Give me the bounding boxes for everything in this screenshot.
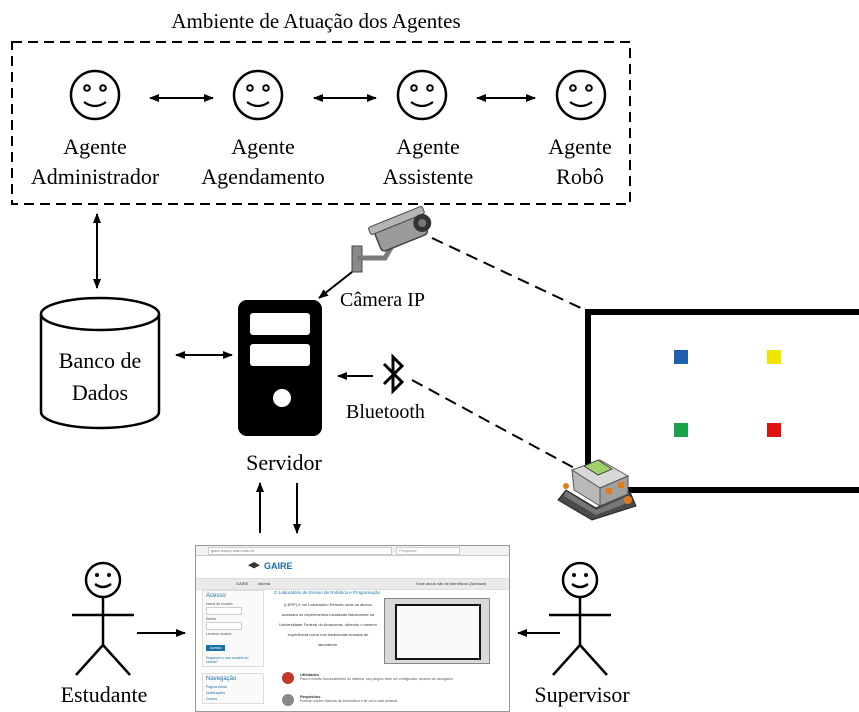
lab-photo <box>384 598 490 664</box>
server-icon <box>238 300 322 436</box>
smiley-icon <box>69 69 121 121</box>
marker-blue <box>674 350 688 364</box>
robot-icon <box>557 459 637 521</box>
nav-link[interactable]: Notificações <box>206 691 226 695</box>
nav-language-menu[interactable]: Idioma <box>258 581 271 586</box>
smiley-icon <box>396 69 448 121</box>
password-field[interactable] <box>206 622 242 630</box>
login-button[interactable]: Acesso <box>206 645 226 651</box>
main-paragraph: (LERP) é um Laboratório Remoto onde os a… <box>279 602 377 647</box>
agent-label-line2: Agendamento <box>201 164 324 189</box>
bluetooth-icon <box>382 353 405 395</box>
navigation-block: Navegação Página inicial Notificações Cu… <box>202 673 264 704</box>
graduation-cap-icon <box>248 562 260 569</box>
camera-label: Câmera IP <box>340 289 425 311</box>
database-icon <box>39 296 161 430</box>
main-title: O Laboratório de Ensino de Robótica e Pr… <box>274 590 381 595</box>
requirements-title: Requisitos <box>300 694 321 699</box>
browser-toolbar: gaire.icomp.ufam.edu.br Pesquisar <box>196 546 509 556</box>
nav-login-status[interactable]: Você ainda não se identificou (Acessar) <box>416 581 487 586</box>
requirements-desc: Possuir noções básicas de informática e … <box>300 699 399 703</box>
arrow-camera-server <box>318 271 353 299</box>
site-navbar: GAIRE Idioma Você ainda não se identific… <box>196 578 509 590</box>
agent-label-line2: Administrador <box>31 164 160 189</box>
student-label: Estudante <box>61 682 148 707</box>
database-label-line1: Banco de <box>59 348 141 373</box>
main-content: O Laboratório de Ensino de Robótica e Pr… <box>274 590 502 706</box>
utilities-title: Utilidades <box>300 672 320 677</box>
magnifier-icon <box>282 694 294 706</box>
agent-label-line1: Agente <box>63 134 127 159</box>
agent-label-line1: Agente <box>396 134 460 159</box>
agent-label-line1: Agente <box>231 134 295 159</box>
agent-agendamento: Agente Agendamento <box>201 69 325 189</box>
browser-search[interactable]: Pesquisar <box>396 547 460 555</box>
marker-red <box>767 423 781 437</box>
arena-photo <box>395 604 481 660</box>
site-brand[interactable]: GAIRE <box>264 561 293 571</box>
agent-label-line2: Robô <box>556 164 604 189</box>
sidebar: Acesso Nome de usuário Senha Lembrar usu… <box>202 590 264 710</box>
supervisor-label: Supervisor <box>534 682 630 707</box>
username-field[interactable] <box>206 607 242 615</box>
ip-camera-icon <box>351 206 432 273</box>
access-title: Acesso <box>206 593 226 599</box>
utilities-desc: Para o correto funcionamento do sistema,… <box>300 677 454 681</box>
agent-label-line1: Agente <box>548 134 612 159</box>
nav-link[interactable]: Página inicial <box>206 685 227 689</box>
agent-robo: Agente Robô <box>548 69 612 189</box>
server-label: Servidor <box>246 450 322 475</box>
web-platform-screenshot: gaire.icomp.ufam.edu.br Pesquisar GAIRE … <box>195 545 510 712</box>
address-bar[interactable]: gaire.icomp.ufam.edu.br <box>208 547 392 555</box>
site-header: GAIRE <box>196 556 509 578</box>
agent-assistente: Agente Assistente <box>383 69 473 189</box>
smiley-icon <box>555 69 607 121</box>
navigation-title: Navegação <box>206 676 237 682</box>
marker-green <box>674 423 688 437</box>
remember-checkbox[interactable]: Lembrar usuário <box>206 632 232 636</box>
environment-box <box>11 41 631 205</box>
database-label-line2: Dados <box>72 380 128 405</box>
gear-icon <box>282 672 294 684</box>
agent-administrador: Agente Administrador <box>31 69 160 189</box>
nav-home-link[interactable]: GAIRE <box>236 581 249 586</box>
smiley-icon <box>232 69 284 121</box>
camera-view-link <box>431 237 586 311</box>
bluetooth-link <box>411 379 579 471</box>
agent-label-line2: Assistente <box>383 164 473 189</box>
password-label: Senha <box>206 617 217 621</box>
supervisor-actor-icon <box>549 561 611 676</box>
forgot-password-link[interactable]: Esqueceu o seu usuário ou senha? <box>206 656 249 664</box>
marker-yellow <box>767 350 781 364</box>
bluetooth-label: Bluetooth <box>346 401 425 423</box>
student-actor-icon <box>72 561 134 676</box>
access-block: Acesso Nome de usuário Senha Lembrar usu… <box>202 590 264 667</box>
robot-arena <box>585 309 859 493</box>
username-label: Nome de usuário <box>206 602 233 606</box>
environment-title: Ambiente de Atuação dos Agentes <box>171 9 460 33</box>
nav-link[interactable]: Cursos <box>206 697 218 701</box>
